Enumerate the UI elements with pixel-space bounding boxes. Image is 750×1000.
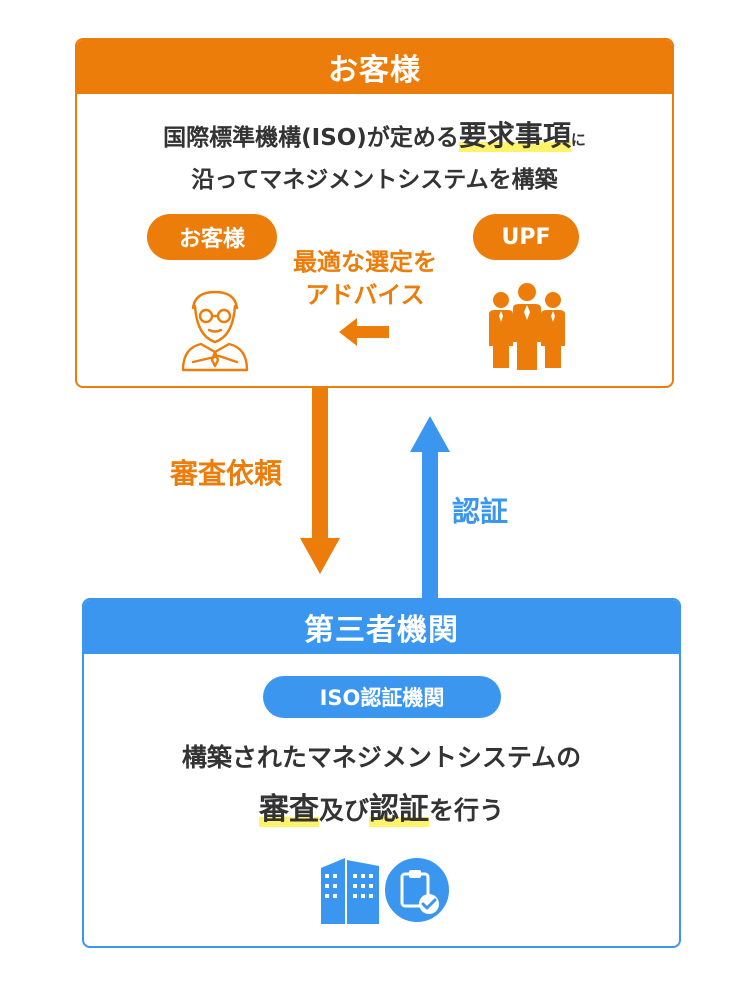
- third-party-description: 構築されたマネジメントシステムの 審査及び認証を行う: [84, 732, 679, 837]
- customer-desc-line2: 沿ってマネジメントシステムを構築: [191, 167, 558, 193]
- iso-pill-label: ISO認証機関: [319, 686, 445, 710]
- desc-line1-post: に: [570, 131, 586, 149]
- clipboard-check-icon: [381, 854, 453, 924]
- upf-pill-label: UPF: [501, 224, 551, 250]
- customer-description: 国際標準機構(ISO)が定める要求事項に 沿ってマネジメントシステムを構築: [77, 116, 672, 200]
- third-desc-line1: 構築されたマネジメントシステムの: [181, 743, 582, 772]
- third-party-box: 第三者機関 ISO認証機関 構築されたマネジメントシステムの 審査及び認証を行う: [82, 598, 681, 948]
- desc-post: を行う: [429, 796, 505, 825]
- audit-highlight: 審査: [258, 792, 319, 827]
- requirements-highlight: 要求事項: [458, 119, 571, 152]
- desc-line1-pre: 国際標準機構(ISO)が定める: [163, 125, 459, 151]
- advice-line2: アドバイス: [305, 281, 425, 309]
- customer-desc-line1: 国際標準機構(ISO)が定める要求事項に: [77, 116, 672, 160]
- left-arrow-icon: [339, 318, 389, 346]
- advisor-person-icon: [181, 290, 249, 372]
- customer-box-header: お客様: [77, 40, 672, 94]
- customer-pill-label: お客様: [178, 227, 245, 252]
- third-desc-line2: 審査及び認証を行う: [84, 784, 679, 837]
- third-party-box-header: 第三者機関: [84, 600, 679, 654]
- advice-line1: 最適な選定を: [293, 248, 437, 276]
- upf-pill: UPF: [473, 214, 579, 260]
- certify-highlight: 認証: [369, 792, 429, 827]
- customer-box-title: お客様: [328, 53, 421, 88]
- advice-text: 最適な選定を アドバイス: [277, 246, 453, 312]
- third-party-box-title: 第三者機関: [304, 613, 459, 648]
- building-icon: [321, 854, 453, 924]
- customer-pill: お客様: [147, 214, 277, 260]
- iso-pill: ISO認証機関: [263, 676, 501, 718]
- request-arrow: [300, 388, 340, 574]
- desc-and: 及び: [318, 796, 369, 825]
- team-people-icon: [489, 283, 565, 370]
- request-label: 審査依頼: [170, 457, 283, 490]
- customer-box: お客様 国際標準機構(ISO)が定める要求事項に 沿ってマネジメントシステムを構…: [75, 38, 674, 388]
- certify-label: 認証: [452, 495, 509, 528]
- certify-arrow: [410, 416, 450, 598]
